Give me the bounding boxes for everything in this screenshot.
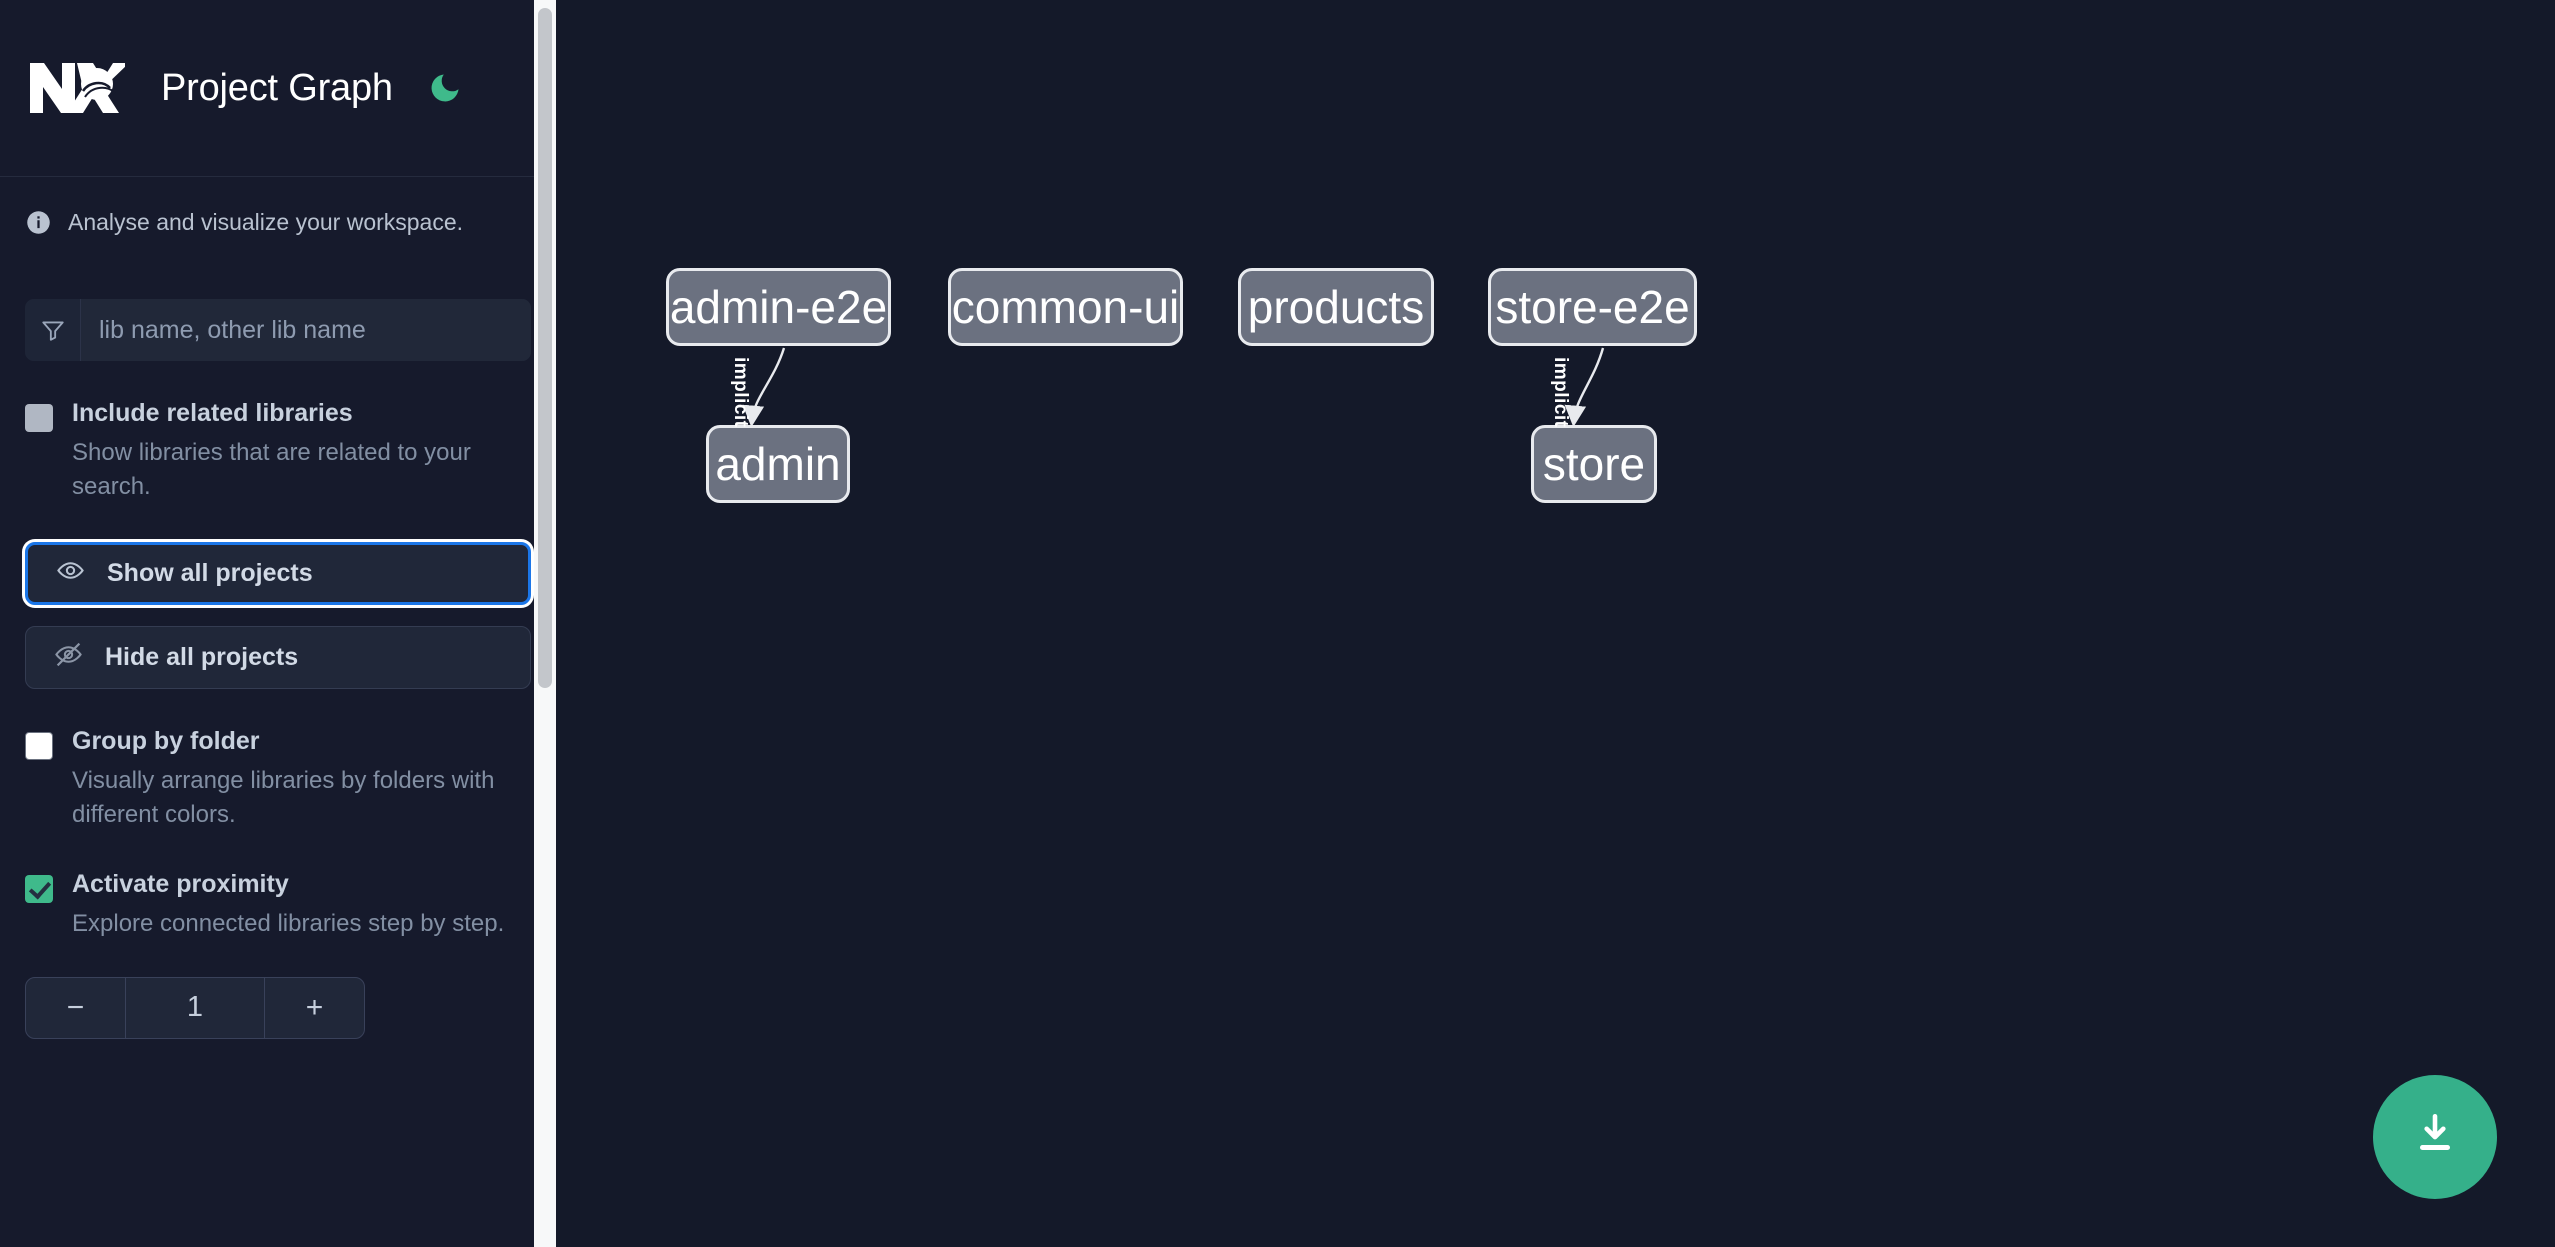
filter-icon xyxy=(25,299,81,361)
nx-logo xyxy=(25,51,129,125)
activate-proximity-texts: Activate proximity Explore connected lib… xyxy=(72,868,531,941)
graph-node-label: store xyxy=(1542,438,1646,490)
download-icon xyxy=(2410,1110,2460,1165)
proximity-stepper[interactable]: − 1 + xyxy=(25,976,365,1039)
option-description: Visually arrange libraries by folders wi… xyxy=(72,766,495,828)
hide-all-projects-button[interactable]: Hide all projects xyxy=(25,625,531,689)
option-label: Include related libraries xyxy=(72,399,353,427)
graph-node-store-e2e[interactable]: store-e2e xyxy=(1488,268,1697,346)
sidebar-scrollbar-thumb[interactable] xyxy=(538,8,552,688)
graph-node-common-ui[interactable]: common-ui xyxy=(948,268,1183,346)
workspace-info-text: Analyse and visualize your workspace. xyxy=(68,208,464,235)
search-field[interactable] xyxy=(25,299,531,361)
option-include-related-libraries[interactable]: Include related libraries Show libraries… xyxy=(25,397,531,504)
show-all-projects-button[interactable]: Show all projects xyxy=(25,541,531,605)
include-related-libraries-texts: Include related libraries Show libraries… xyxy=(72,397,531,504)
show-all-projects-label: Show all projects xyxy=(107,558,313,587)
graph-node-products[interactable]: products xyxy=(1238,268,1434,346)
hide-all-projects-label: Hide all projects xyxy=(105,642,299,671)
group-by-folder-checkbox[interactable] xyxy=(25,731,53,760)
option-label: Group by folder xyxy=(72,726,260,755)
graph-node-label: common-ui xyxy=(951,281,1180,333)
graph-edge-label-admin: implicit xyxy=(730,357,751,428)
option-description: Explore connected libraries step by step… xyxy=(72,909,505,937)
eye-icon xyxy=(56,556,85,590)
graph-node-label: admin xyxy=(715,438,841,490)
sidebar: Project Graph Analyse and visualize your… xyxy=(0,0,556,1247)
graph-node-label: admin-e2e xyxy=(669,281,888,333)
info-icon xyxy=(25,209,52,236)
option-group-by-folder[interactable]: Group by folder Visually arrange librari… xyxy=(25,725,531,832)
graph-node-store[interactable]: store xyxy=(1531,425,1657,503)
graph-node-label: products xyxy=(1247,281,1425,333)
graph-edge-label-store: implicit xyxy=(1550,357,1571,428)
proximity-value: 1 xyxy=(186,991,204,1024)
graph-canvas[interactable]: admin-e2e common-ui products store-e2e a… xyxy=(556,0,2555,1247)
option-description: Show libraries that are related to your … xyxy=(72,438,471,500)
proximity-decrement-button[interactable]: − xyxy=(26,977,126,1038)
include-related-libraries-checkbox[interactable] xyxy=(25,404,53,432)
search-input[interactable] xyxy=(81,299,531,361)
page-title: Project Graph xyxy=(161,66,393,109)
activate-proximity-checkbox[interactable] xyxy=(25,874,53,903)
group-by-folder-texts: Group by folder Visually arrange librari… xyxy=(72,725,531,832)
workspace-info: Analyse and visualize your workspace. xyxy=(0,177,556,267)
graph-node-admin-e2e[interactable]: admin-e2e xyxy=(666,268,891,346)
option-label: Activate proximity xyxy=(72,869,289,898)
option-activate-proximity[interactable]: Activate proximity Explore connected lib… xyxy=(25,868,531,941)
sidebar-body: Include related libraries Show libraries… xyxy=(0,299,556,1039)
download-graph-button[interactable] xyxy=(2373,1075,2497,1199)
moon-icon[interactable] xyxy=(423,66,467,110)
graph-node-label: store-e2e xyxy=(1495,281,1690,333)
sidebar-header: Project Graph xyxy=(0,0,556,177)
proximity-increment-button[interactable]: + xyxy=(264,977,364,1038)
eye-off-icon xyxy=(54,640,83,674)
graph-edges xyxy=(742,347,1605,428)
graph-node-admin[interactable]: admin xyxy=(706,425,850,503)
sidebar-scrollbar[interactable] xyxy=(534,0,556,1247)
